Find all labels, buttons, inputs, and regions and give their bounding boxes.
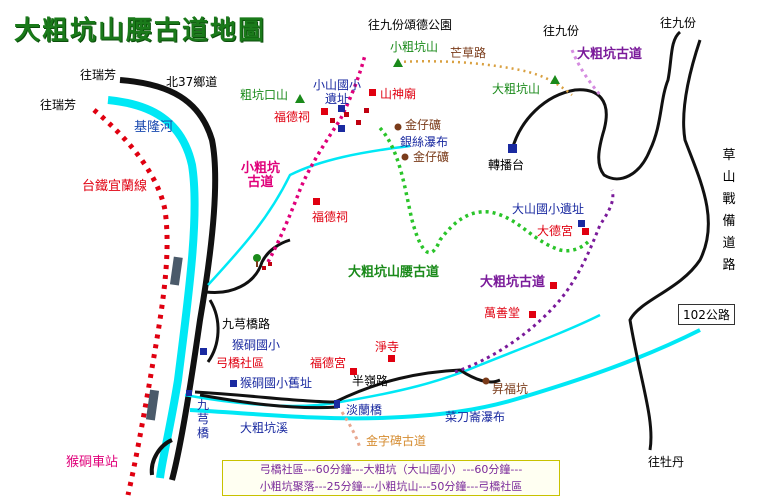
- legend-line-1: 弓橋社區---60分鐘---大粗坑（大山國小）---60分鐘---: [259, 463, 523, 476]
- label-jinzibei-trail: 金字碑古道: [366, 434, 427, 448]
- mangcao-road-path: [397, 60, 573, 96]
- label-peak-dacukeng: 大粗坑山: [492, 82, 541, 96]
- label-dacukeng-creek: 大粗坑溪: [240, 421, 289, 435]
- label-road-102: 102公路: [678, 304, 735, 325]
- temple-marker: [550, 282, 557, 289]
- label-wanshan-hall: 萬善堂: [484, 306, 521, 320]
- temple-marker: [321, 108, 328, 115]
- peak-marker: [393, 58, 403, 67]
- peak-marker: [295, 94, 305, 103]
- label-to-jiufen-1: 往九份: [543, 24, 580, 38]
- label-fude-palace: 福德宮: [310, 356, 347, 370]
- lower-creek: [189, 328, 701, 421]
- rail-station-block: [145, 389, 160, 421]
- label-jiuqiaoqiao: 九芎橋: [196, 398, 209, 440]
- label-dacukeng-trail-mid: 大粗坑古道: [480, 275, 546, 290]
- upper-stream: [207, 144, 411, 286]
- label-fude-temple-2: 福德祠: [312, 210, 349, 224]
- school-marker: [338, 125, 345, 132]
- dacukeng-trail-top-path: [570, 49, 602, 96]
- peak-marker: [550, 75, 560, 84]
- temple-marker: [582, 228, 589, 235]
- label-mangcao-road: 芒草路: [450, 46, 487, 60]
- house-marker: [330, 118, 335, 123]
- house-marker: [344, 112, 349, 117]
- keelung-river: [107, 96, 199, 479]
- north37-road: [119, 77, 219, 481]
- rail-station-block: [169, 256, 183, 286]
- label-rail-line: 台鐵宜蘭線: [82, 179, 148, 194]
- label-shengfukeng: 昇福坑: [492, 382, 529, 396]
- mine-marker: [401, 153, 409, 161]
- house-marker: [356, 120, 361, 125]
- label-peak-xiaocukeng: 小粗坑山: [390, 40, 439, 54]
- school-marker: [200, 348, 207, 355]
- label-fude-temple-1: 福德祠: [274, 110, 311, 124]
- label-dade-temple: 大德宮: [537, 224, 574, 238]
- label-caoshan-road: 草山戰備道路: [722, 148, 736, 273]
- school-marker: [508, 144, 517, 153]
- railway-line: [92, 108, 170, 496]
- banling-road: [194, 368, 501, 404]
- temple-marker: [388, 355, 395, 362]
- label-gold-mine-2: 金仔礦: [413, 150, 450, 164]
- tree-icon: [256, 261, 258, 267]
- school-marker: [338, 105, 345, 112]
- bridge-marker: [334, 400, 340, 408]
- house-marker: [364, 108, 369, 113]
- legend-line-2: 小粗坑聚落---25分鐘---小粗坑山---50分鐘---弓橋社區: [259, 480, 523, 493]
- road-102: [628, 39, 710, 451]
- bridge-marker: [186, 390, 192, 396]
- lower-road: [199, 393, 339, 410]
- mine-marker: [394, 123, 402, 131]
- label-keelung-river: 基隆河: [134, 120, 174, 135]
- jinzibei-trail-path: [340, 411, 362, 449]
- temple-marker: [529, 311, 536, 318]
- label-danlan-bridge: 淡蘭橋: [346, 403, 383, 417]
- label-xiaocukeng-trail: 小粗坑古道: [240, 161, 280, 190]
- label-dashan-school-site: 大山國小遺址: [512, 202, 585, 216]
- label-to-jiufen-park: 往九份頌德公園: [368, 18, 453, 32]
- label-relay-station: 轉播台: [488, 158, 525, 172]
- label-caidao-falls: 菜刀崙瀑布: [445, 410, 506, 424]
- temple-marker: [313, 198, 320, 205]
- label-jiuqiaoqiao-road: 九芎橋路: [222, 317, 271, 331]
- house-marker: [262, 266, 266, 270]
- travel-time-legend: 弓橋社區---60分鐘---大粗坑（大山國小）---60分鐘--- 小粗坑聚落-…: [222, 460, 560, 496]
- relay-road: [510, 30, 682, 181]
- label-to-jiufen-2: 往九份: [660, 16, 697, 30]
- label-silver-falls: 銀絲瀑布: [400, 135, 449, 149]
- label-gongqiao-community: 弓橋社區: [216, 356, 265, 370]
- temple-marker: [350, 368, 357, 375]
- label-gold-mine-1: 金仔礦: [405, 118, 442, 132]
- school-marker: [230, 380, 237, 387]
- label-north37: 北37鄉道: [166, 75, 218, 89]
- mine-marker: [482, 377, 490, 385]
- label-houtong-old-school: 猴硐國小舊址: [240, 376, 313, 390]
- label-to-ruifang-top: 往瑞芳: [80, 68, 117, 82]
- label-waist-trail: 大粗坑山腰古道: [348, 265, 440, 280]
- label-to-mudan: 往牡丹: [648, 455, 685, 469]
- label-houtong-school: 猴硐國小: [232, 338, 281, 352]
- label-xiaoshan-school-site: 小山國小遺址: [312, 78, 361, 106]
- map-title: 大粗坑山腰古道地圖: [14, 16, 267, 46]
- connector-road: [205, 238, 291, 295]
- house-marker: [268, 262, 272, 266]
- temple-marker: [369, 89, 376, 96]
- label-houtong-station: 猴硐車站: [66, 455, 119, 470]
- label-to-ruifang-left: 往瑞芳: [40, 98, 77, 112]
- label-shanshen-temple: 山神廟: [380, 87, 417, 101]
- jiuqiaoqiao-road: [206, 299, 220, 363]
- label-dacukeng-trail-top: 大粗坑古道: [577, 47, 643, 62]
- tree-icon: [253, 254, 261, 262]
- waist-trail-path: [378, 126, 592, 255]
- label-banling-road: 半嶺路: [352, 374, 389, 388]
- dacukeng-trail-path: [454, 189, 615, 374]
- label-jing-temple: 淨寺: [375, 340, 400, 354]
- school-marker: [578, 220, 585, 227]
- label-peak-cukoushan: 粗坑口山: [240, 88, 289, 102]
- station-road-loop: [149, 438, 173, 476]
